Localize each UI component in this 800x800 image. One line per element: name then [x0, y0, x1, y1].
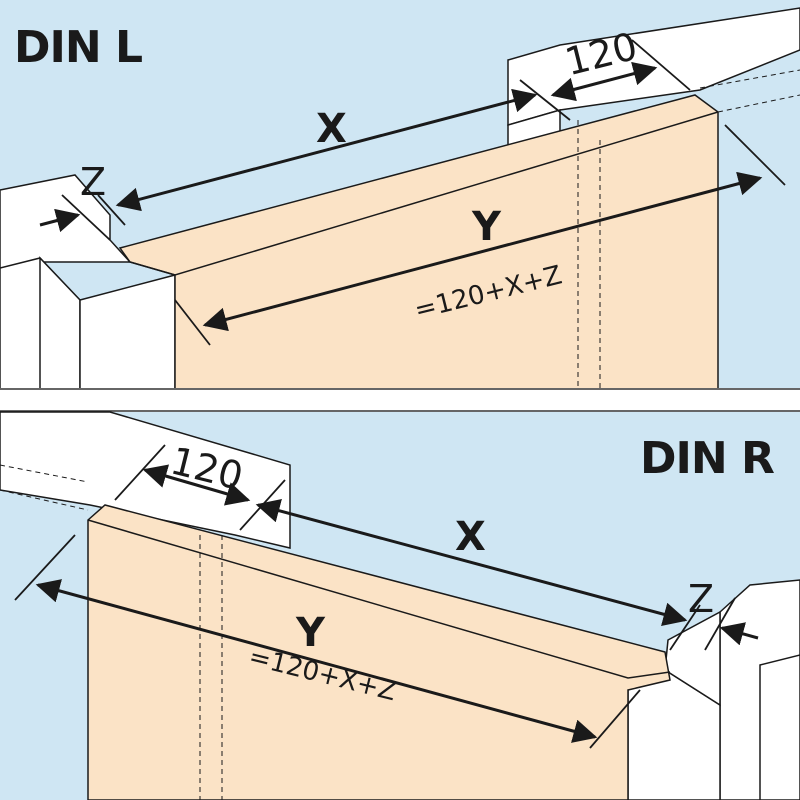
arrow-x — [255, 499, 688, 626]
arrow-120 — [142, 464, 251, 506]
label-x: X — [316, 106, 347, 152]
arrow-z — [39, 208, 81, 233]
extension-lines — [14, 444, 736, 749]
label-x: X — [455, 514, 486, 560]
arrow-z — [719, 622, 759, 646]
din-r-panel: DIN R 120 X Z Y =120+X+Z — [0, 411, 800, 800]
label-y: Y — [471, 204, 502, 250]
arrow-120 — [550, 61, 658, 102]
left-wall — [0, 174, 176, 393]
din-l-panel: DIN L 120 X Z Y =120+X+Z — [0, 0, 800, 393]
hidden-lines — [0, 464, 223, 800]
label-z: Z — [80, 160, 106, 204]
arrow-x — [115, 88, 538, 212]
din-r-title: DIN R — [640, 433, 774, 484]
label-y: Y — [295, 610, 326, 656]
extension-lines — [61, 39, 786, 346]
label-z: Z — [688, 577, 714, 621]
panel-divider — [0, 388, 800, 412]
dimension-lines — [35, 464, 759, 743]
din-l-title: DIN L — [14, 22, 142, 73]
arrow-y — [202, 171, 763, 332]
dimension-lines — [39, 61, 763, 332]
arrow-y — [35, 579, 598, 743]
